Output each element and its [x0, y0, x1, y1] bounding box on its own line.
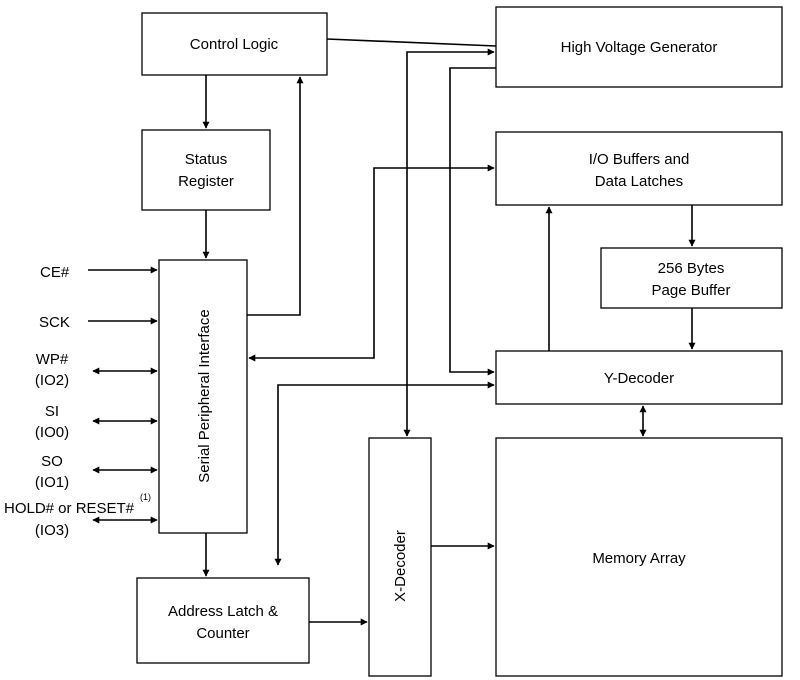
signal-si-label: SI — [45, 403, 59, 420]
signal-hold-io-label: (IO3) — [35, 522, 69, 539]
signal-ce: CE# — [40, 264, 158, 281]
connector-control-to-hvg — [326, 38, 497, 47]
y-decoder-label: Y-Decoder — [604, 370, 674, 387]
signal-ce-label: CE# — [40, 264, 70, 281]
signal-so-io-label: (IO1) — [35, 474, 69, 491]
memory-array-label: Memory Array — [592, 550, 686, 567]
page-buffer-block: 256 Bytes Page Buffer — [600, 247, 783, 309]
signal-wp-io-label: (IO2) — [35, 372, 69, 389]
signal-wp-label: WP# — [36, 351, 69, 368]
spi-label: Serial Peripheral Interface — [196, 309, 213, 482]
signal-hold-footnote: (1) — [140, 492, 151, 502]
signal-hold-label: HOLD# or RESET# — [4, 500, 135, 517]
signal-sck-label: SCK — [39, 314, 70, 331]
address-latch-block: Address Latch & Counter — [136, 577, 310, 664]
x-decoder-label: X-Decoder — [392, 530, 409, 602]
status-register-label-line2: Register — [178, 173, 234, 190]
address-latch-label-line1: Address Latch & — [168, 603, 278, 620]
arrow-hvg-to-y-decoder — [449, 67, 496, 376]
io-buffers-label-line2: Data Latches — [595, 173, 683, 190]
io-buffers-label-line1: I/O Buffers and — [589, 151, 690, 168]
page-buffer-label-line1: 256 Bytes — [658, 260, 725, 277]
signal-wp: WP# (IO2) — [35, 351, 158, 389]
signal-sck: SCK — [39, 314, 158, 331]
control-logic-block: Control Logic — [141, 12, 328, 76]
high-voltage-generator-block: High Voltage Generator — [495, 6, 783, 88]
arrow-spi-io-buffers — [248, 164, 495, 362]
high-voltage-generator-label: High Voltage Generator — [561, 39, 718, 56]
x-decoder-block: X-Decoder — [368, 437, 432, 677]
signal-so-label: SO — [41, 453, 63, 470]
signal-si: SI (IO0) — [35, 403, 158, 441]
y-decoder-block: Y-Decoder — [495, 350, 783, 405]
io-buffers-block: I/O Buffers and Data Latches — [495, 131, 783, 206]
address-latch-label-line2: Counter — [196, 625, 249, 642]
status-register-label-line1: Status — [185, 151, 228, 168]
signal-so: SO (IO1) — [35, 453, 158, 491]
spi-block: Serial Peripheral Interface — [158, 259, 248, 534]
page-buffer-label-line2: Page Buffer — [652, 282, 731, 299]
signal-si-io-label: (IO0) — [35, 424, 69, 441]
signal-hold: HOLD# or RESET# (1) (IO3) — [4, 492, 158, 539]
memory-array-block: Memory Array — [495, 437, 783, 677]
status-register-block: Status Register — [141, 129, 271, 211]
control-logic-label: Control Logic — [190, 36, 279, 53]
